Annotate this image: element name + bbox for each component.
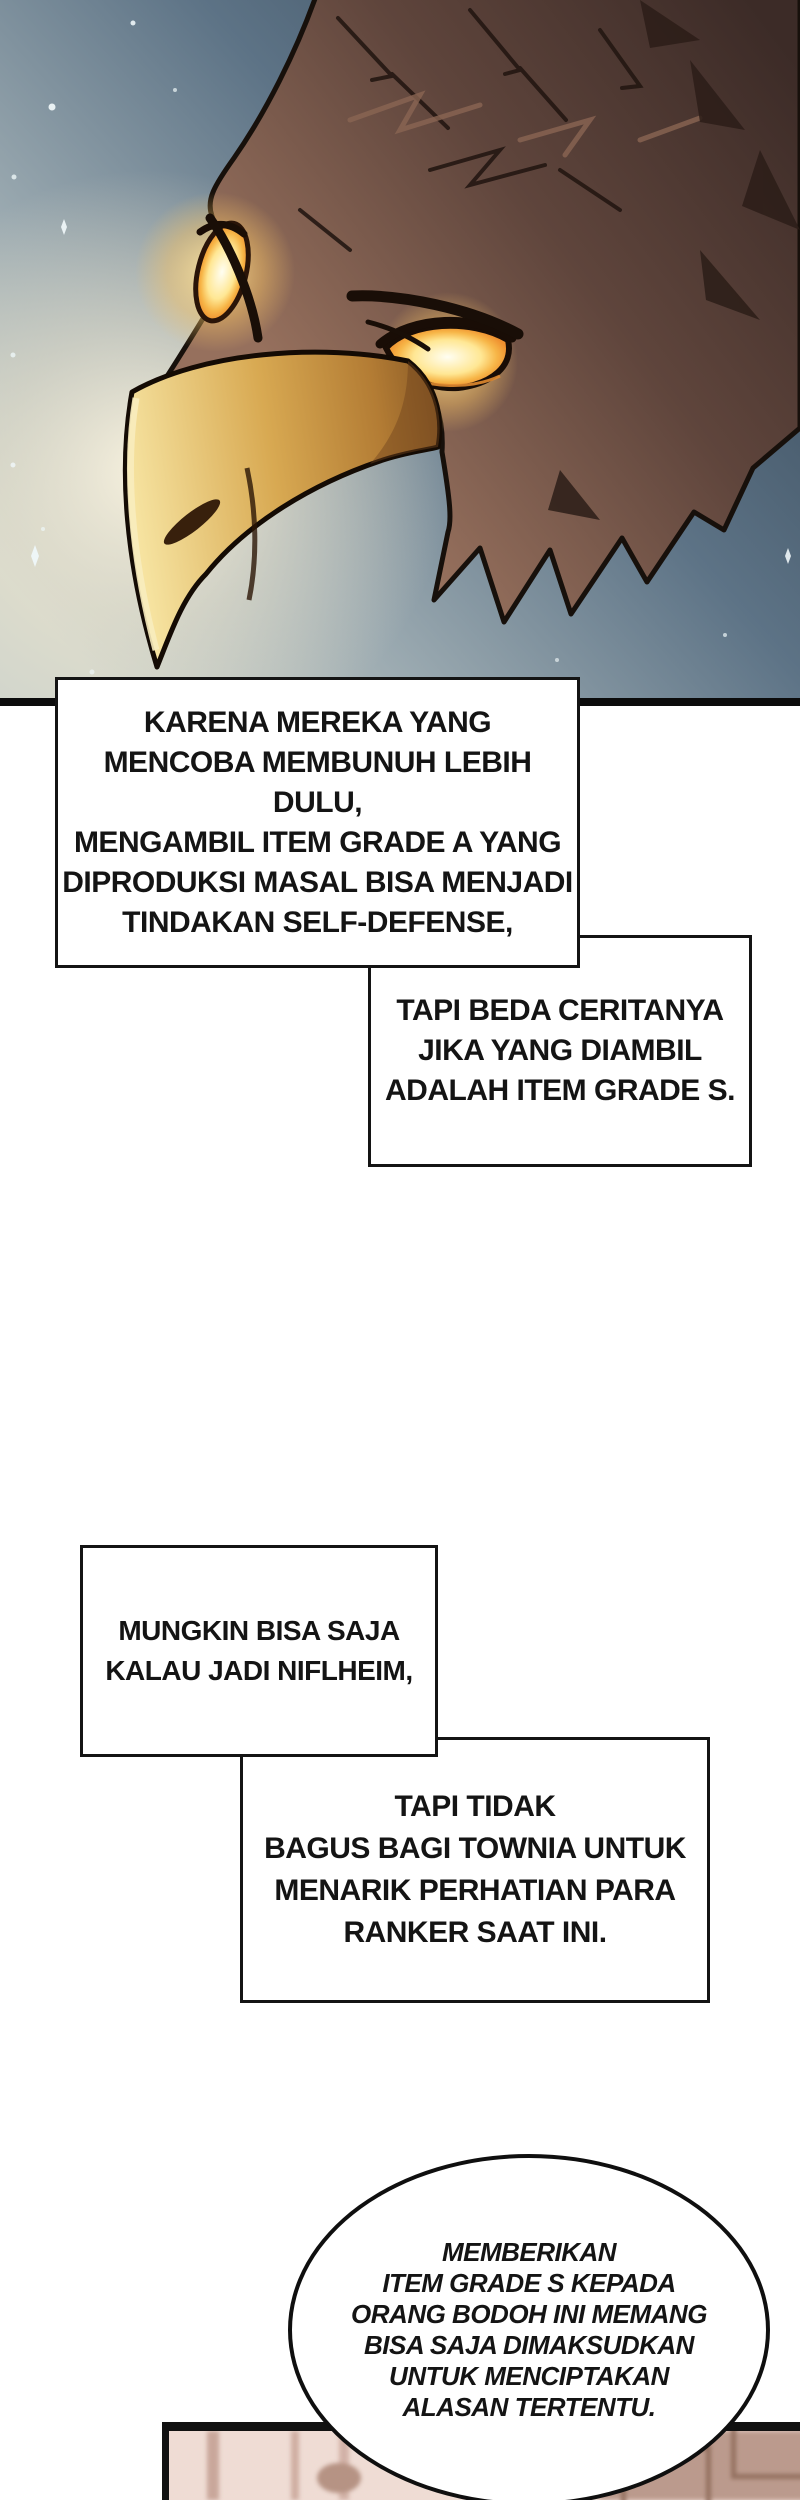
beak-edge-highlight [127,397,160,651]
narration-line: TAPI BEDA CERITANYA [396,994,724,1027]
narration-line: MENCOBA MEMBUNUH LEBIH DULU, [103,745,532,819]
narration-box-2: TAPI BEDA CERITANYA JIKA YANG DIAMBIL AD… [368,935,752,1167]
narration-box-3: MUNGKIN BISA SAJA KALAU JADI NIFLHEIM, [80,1545,438,1757]
speech-line: ALASAN TERTENTU. [402,2392,656,2422]
speech-line: ORANG BODOH INI MEMANG [351,2299,707,2329]
wall-line [291,2431,299,2500]
window-frame [731,2431,800,2479]
narration-line: TAPI TIDAK [394,1790,556,1823]
narration-line: BAGUS BAGI TOWNIA UNTUK [264,1832,686,1865]
eagle-beak [122,349,443,670]
narration-line: KALAU JADI NIFLHEIM, [105,1655,413,1686]
narration-line: TINDAKAN SELF-DEFENSE, [122,905,513,939]
narration-line: MENARIK PERHATIAN PARA [274,1874,676,1907]
narration-line: MUNGKIN BISA SAJA [118,1615,400,1646]
narration-box-4: TAPI TIDAK BAGUS BAGI TOWNIA UNTUK MENAR… [240,1737,710,2003]
narration-line: ADALAH ITEM GRADE S. [385,1074,736,1107]
wall-smudge [317,2463,361,2493]
feather-dark-clumps [548,0,800,520]
speech-line: ITEM GRADE S KEPADA [382,2268,676,2298]
left-brow [205,213,263,343]
speech-line: BISA SAJA DIMAKSUDKAN [364,2330,694,2360]
beak-mouth-line [244,467,258,601]
nostril [163,499,221,545]
speech-line: MEMBERIKAN [441,2237,617,2267]
beak-shadow [370,361,440,464]
wall-line [207,2431,219,2500]
narration-line: KARENA MEREKA YANG [143,705,492,739]
eagle-panel [0,0,800,770]
narration-line: DIPRODUKSI MASAL BISA MENJADI [62,865,573,899]
right-eye-lid [375,316,517,349]
brow-crease [365,319,431,352]
narration-line: MENGAMBIL ITEM GRADE A YANG [73,825,562,859]
narration-box-1: KARENA MEREKA YANG MENCOBA MEMBUNUH LEBI… [55,677,580,968]
speech-line: UNTUK MENCIPTAKAN [389,2361,669,2391]
narration-line: RANKER SAAT INI. [343,1916,607,1949]
feather-details [298,8,644,252]
left-eye-lid [196,221,248,238]
narration-line: JIKA YANG DIAMBIL [418,1034,702,1067]
right-brow [346,290,524,340]
speech-bubble: MEMBERIKAN ITEM GRADE S KEPADA ORANG BOD… [288,2154,770,2500]
eagle-illustration [0,0,800,770]
